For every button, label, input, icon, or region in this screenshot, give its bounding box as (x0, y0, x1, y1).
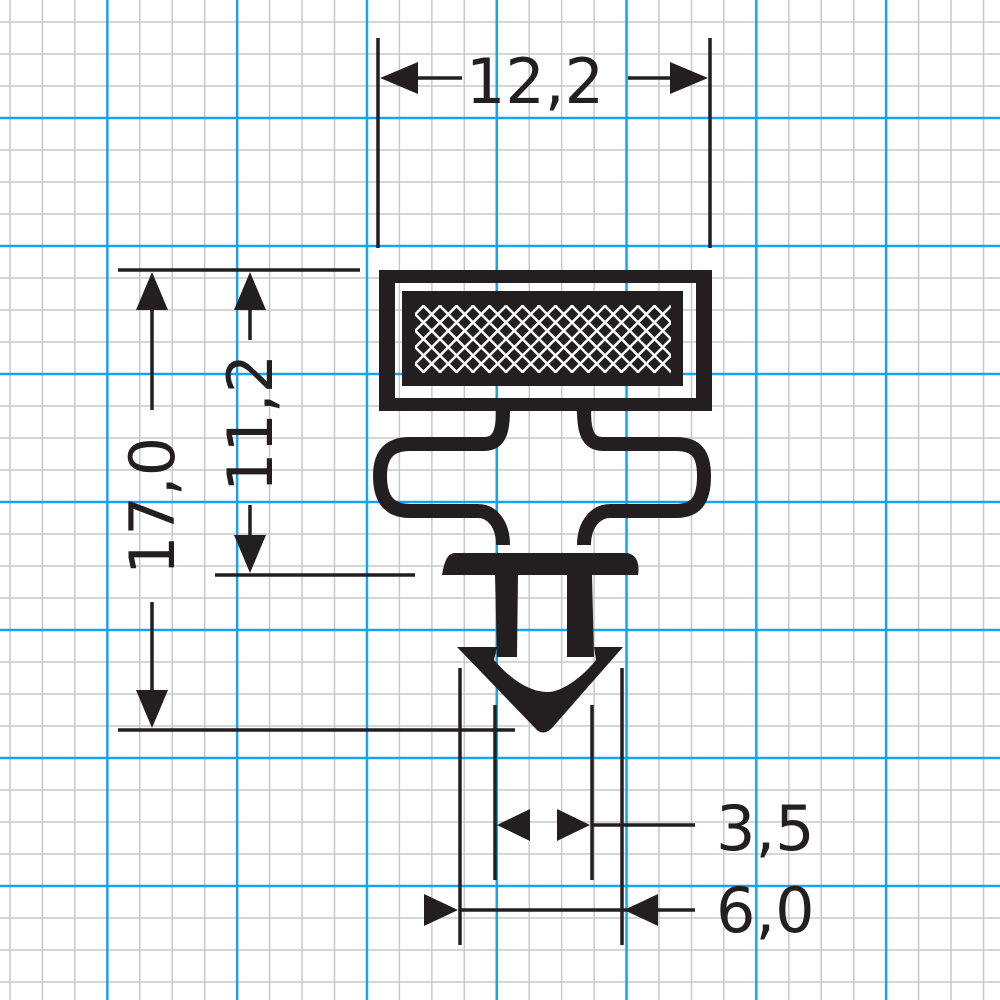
hatch-line (703, 305, 771, 373)
hatch-line (720, 305, 788, 373)
hatch-line (586, 305, 657, 373)
hatch-line (454, 305, 525, 373)
hatch-line (415, 305, 459, 350)
bellows-chamber (373, 409, 711, 546)
hatch-line (652, 305, 671, 325)
dart-leg-right (567, 575, 594, 657)
hatch-line (520, 305, 591, 373)
arrowhead (136, 690, 168, 728)
magnet-insert (402, 291, 683, 386)
hatch-line (570, 305, 640, 373)
dimension-width-top: 12,2 (466, 45, 604, 118)
hatch-line (636, 337, 671, 373)
hatch-line (471, 305, 541, 373)
arrowhead (624, 894, 658, 926)
hatch-line (603, 305, 671, 373)
hatch-line (636, 305, 671, 341)
dart-leg-left (495, 575, 518, 657)
dart-arrow-head (457, 647, 623, 733)
dimension-height-upper: 11,2 (214, 354, 287, 492)
arrowhead (234, 535, 266, 573)
arrowhead (670, 62, 708, 94)
dimension-inner-width: 3,5 (716, 792, 815, 865)
arrowhead (234, 272, 266, 310)
hatch-line (619, 320, 671, 373)
magnet-hatch (340, 305, 788, 373)
gasket-profile (340, 270, 788, 733)
arrowhead (424, 894, 458, 926)
dimension-outer-width: 6,0 (716, 874, 815, 947)
dimension-height-total: 17,0 (116, 437, 189, 575)
arrowhead (380, 62, 418, 94)
retaining-lip (442, 553, 639, 575)
hatch-line (703, 305, 771, 373)
hatch-line (438, 305, 508, 373)
hatch-line (553, 305, 624, 373)
arrowhead (497, 809, 530, 841)
dimension-arrows (136, 62, 708, 926)
hatch-line (415, 305, 442, 333)
hatch-line (415, 305, 475, 366)
hatch-line (652, 353, 671, 373)
hatch-line (415, 345, 442, 373)
hatch-line (720, 305, 788, 373)
hatch-line (537, 305, 607, 373)
arrowhead (136, 272, 168, 310)
hatch-line (421, 305, 492, 373)
arrowhead (557, 809, 590, 841)
dimension-lines (118, 38, 712, 945)
hatch-line (340, 305, 408, 373)
hatch-line (340, 305, 408, 373)
hatch-line (487, 305, 558, 373)
hatch-line (504, 305, 574, 373)
